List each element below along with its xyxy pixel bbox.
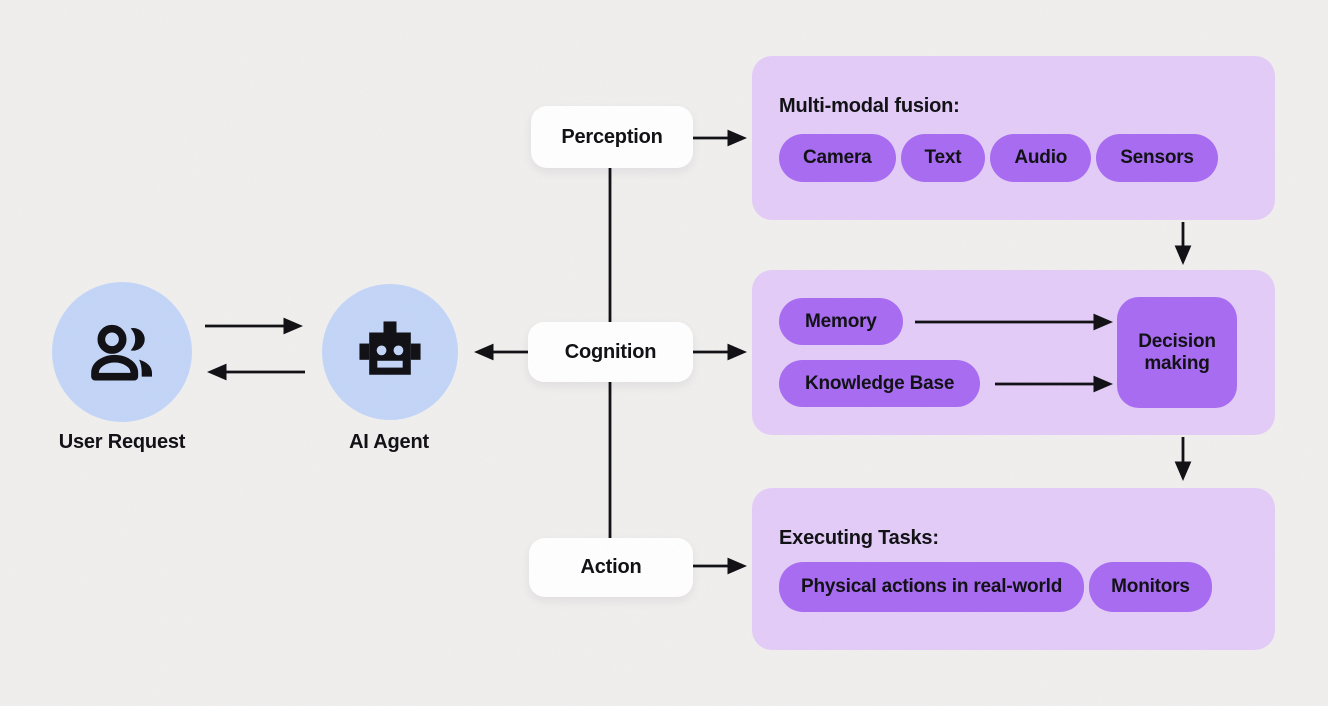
action-panel: Executing Tasks: Physical actions in rea… [752,488,1275,650]
pill-camera: Camera [779,134,896,182]
pill-monitors: Monitors [1089,562,1212,612]
cognition-node-label: Cognition [564,340,657,363]
tasks-pill-row: Physical actions in real-world Monitors [779,562,1212,612]
pill-sensors: Sensors [1096,134,1218,182]
people-icon [91,324,152,381]
decision-making-node: Decision making [1117,297,1237,408]
pill-audio: Audio [990,134,1092,182]
ai-agent-label: AI Agent [349,431,429,453]
cognition-node: Cognition [528,322,693,382]
perception-panel: Multi-modal fusion: Camera Text Audio Se… [752,56,1275,220]
perception-panel-heading: Multi-modal fusion: [779,95,960,117]
perception-node-label: Perception [561,125,663,148]
robot-icon [359,321,421,375]
pill-text: Text [900,134,986,182]
action-node: Action [529,538,693,597]
ai-agent-node [322,284,458,420]
cognition-panel: Memory Knowledge Base Decision making [752,270,1275,435]
fusion-pill-row: Camera Text Audio Sensors [779,134,1218,182]
pill-physical-actions: Physical actions in real-world [779,562,1085,612]
pill-memory: Memory [779,298,903,345]
action-panel-heading: Executing Tasks: [779,527,939,549]
pill-knowledge-base: Knowledge Base [779,360,981,407]
perception-node: Perception [531,106,693,168]
action-node-label: Action [580,556,642,578]
user-request-node [52,282,192,422]
user-request-label: User Request [58,431,186,453]
